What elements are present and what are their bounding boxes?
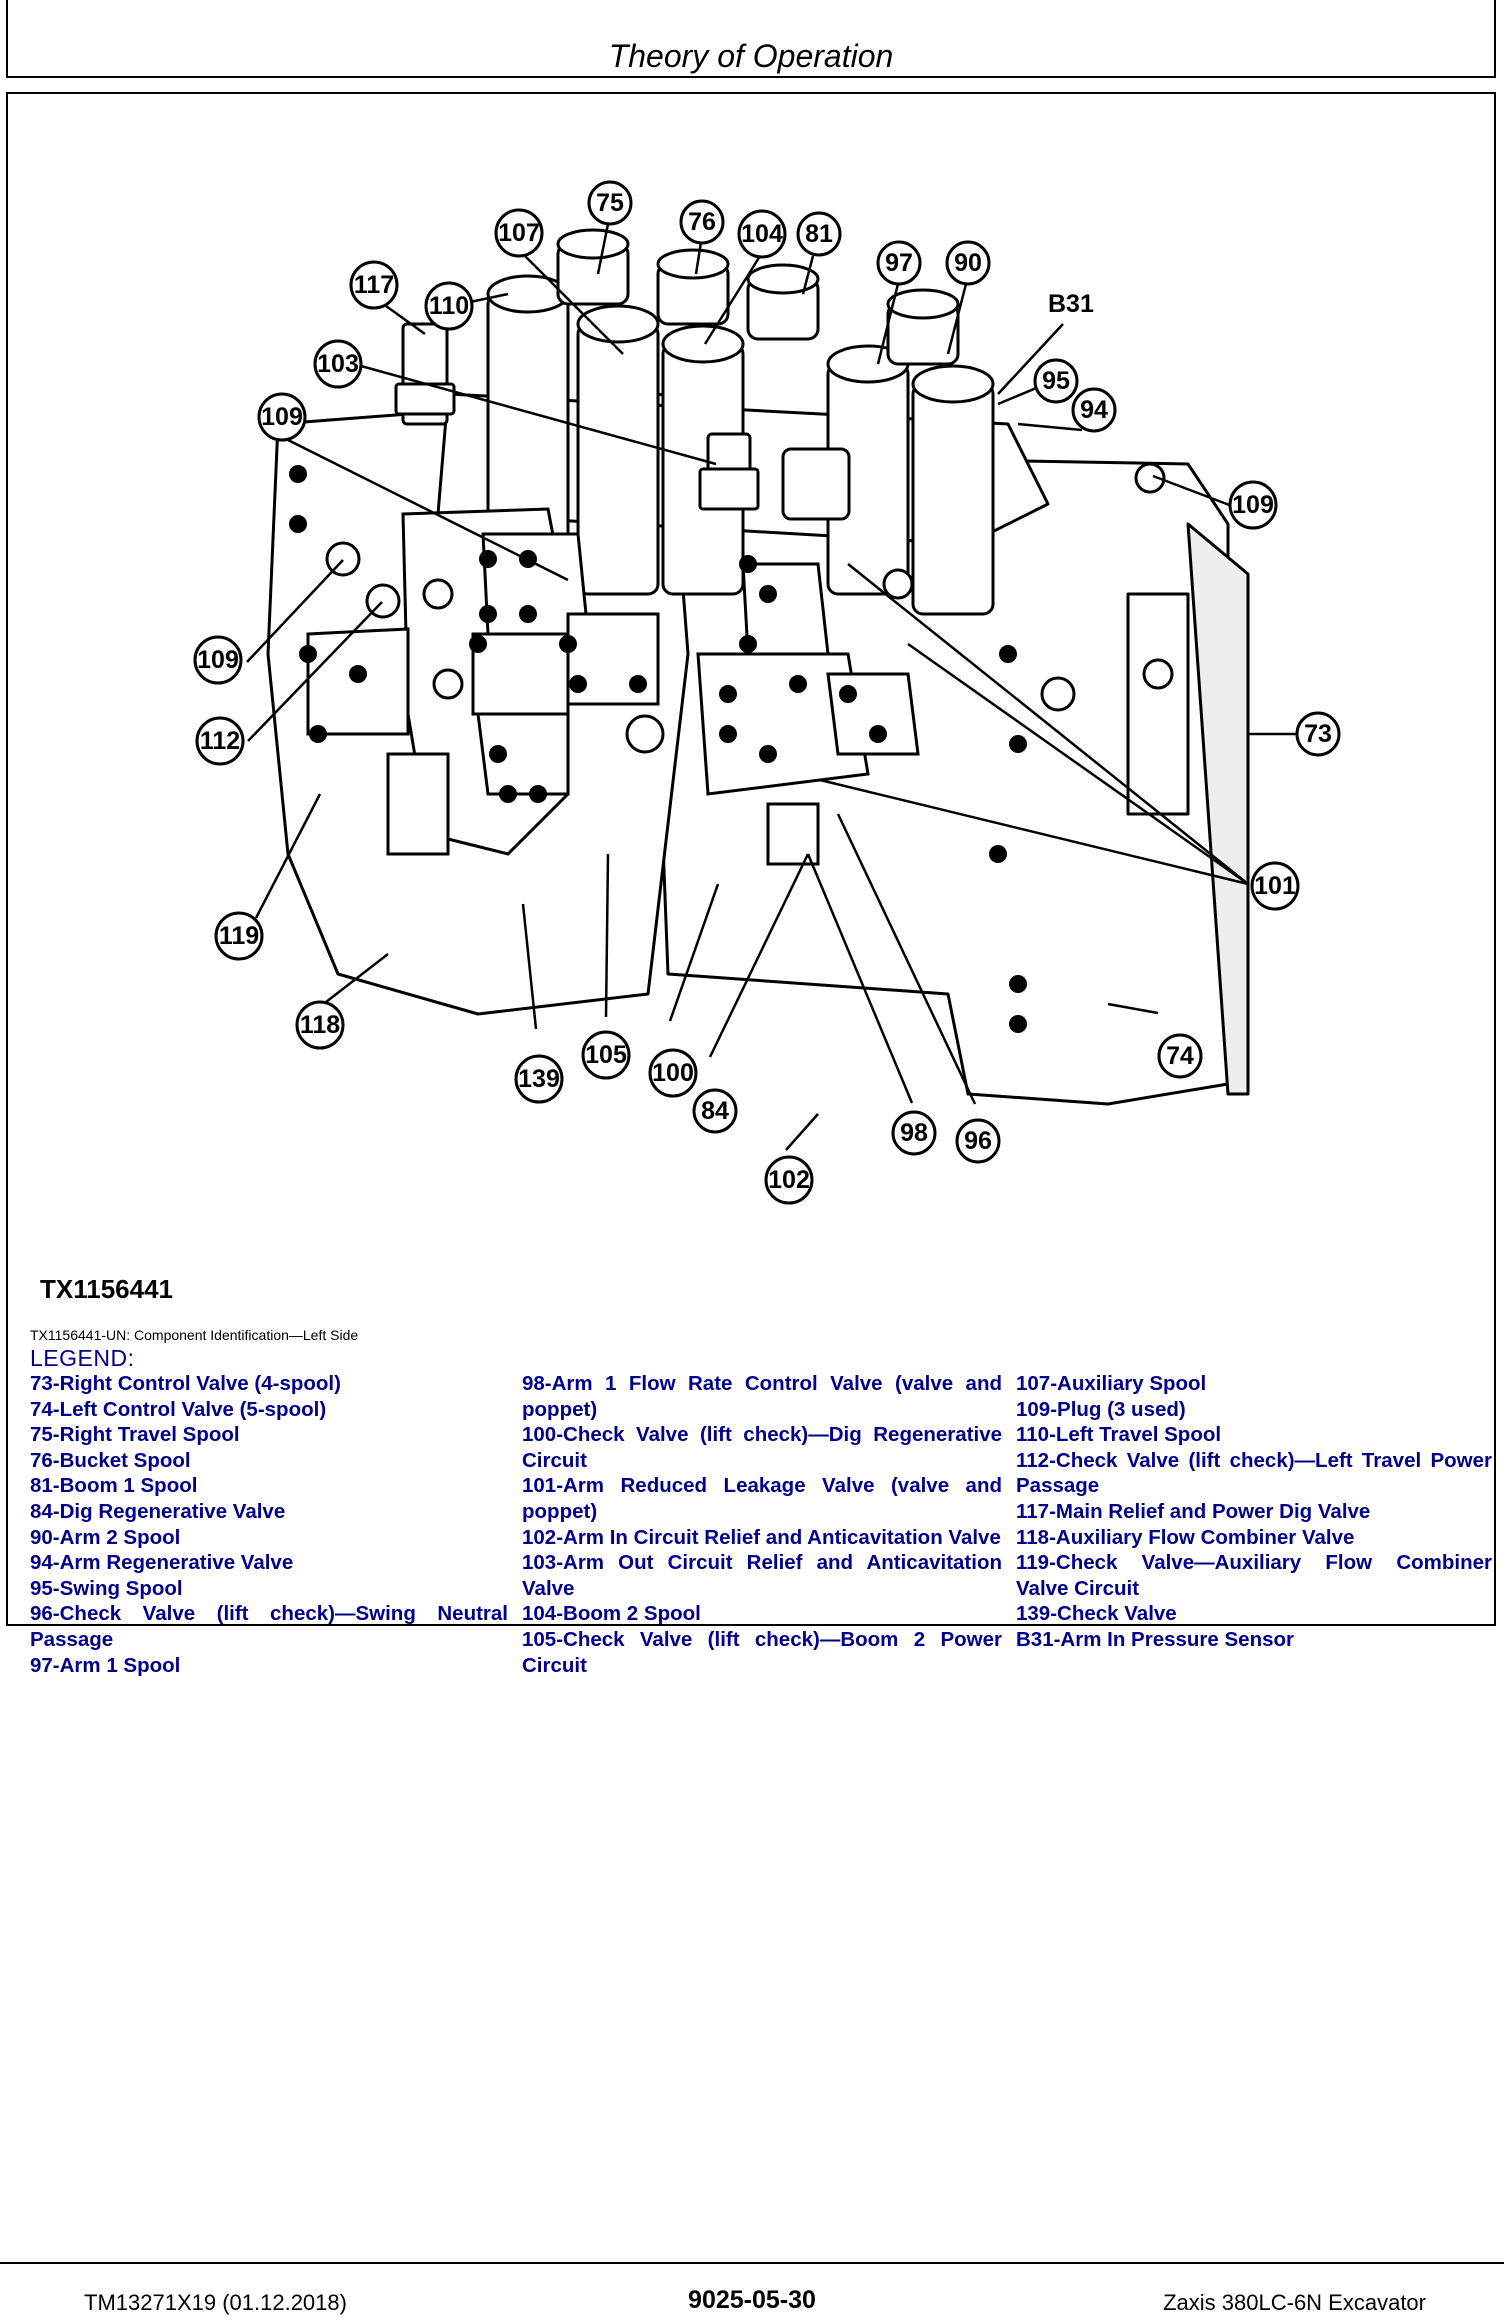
legend-item: 110-Left Travel Spool <box>1016 1423 1222 1447</box>
legend-item: 117-Main Relief and Power Dig Valve <box>1016 1499 1371 1523</box>
legend-item: 100-Check Valve (lift check)—Dig Regener… <box>522 1423 1002 1472</box>
callout-95: 95 <box>1042 367 1070 395</box>
legend-item: 109-Plug (3 used) <box>1016 1397 1186 1421</box>
callout-117: 117 <box>354 271 394 299</box>
callout-107: 107 <box>498 219 540 247</box>
legend-item: 105-Check Valve (lift check)—Boom 2 Powe… <box>522 1627 1002 1677</box>
legend-item: 90-Arm 2 Spool <box>30 1525 181 1549</box>
footer-page-number: 9025-05-30 <box>688 2286 816 2314</box>
legend-item: 101-Arm Reduced Leakage Valve (valve and… <box>522 1474 1002 1523</box>
callout-96: 96 <box>964 1127 992 1155</box>
legend-item: 102-Arm In Circuit Relief and Anticavita… <box>522 1525 1001 1549</box>
legend-item: 119-Check Valve—Auxiliary Flow Combiner … <box>1016 1551 1492 1600</box>
legend-item: 112-Check Valve (lift check)—Left Travel… <box>1016 1448 1492 1498</box>
callout-101: 101 <box>1254 872 1296 900</box>
legend-item: B31-Arm In Pressure Sensor <box>1016 1627 1295 1651</box>
footer-manual-id: TM13271X19 (01.12.2018) <box>84 2290 347 2315</box>
legend-heading: LEGEND: <box>30 1345 135 1371</box>
callout-100: 100 <box>652 1059 694 1087</box>
callout-97: 97 <box>885 249 913 277</box>
legend-item: 73-Right Control Valve (4-spool) <box>30 1372 341 1395</box>
callout-110: 110 <box>429 292 469 320</box>
footer-divider <box>0 2262 1504 2264</box>
valve-drawing: 75 76 107 104 81 110 97 90 117 B31 103 9… <box>193 180 1341 1205</box>
legend-item: 139-Check Valve <box>1016 1602 1177 1626</box>
callout-84: 84 <box>701 1097 729 1125</box>
legend-item: 107-Auxiliary Spool <box>1016 1372 1207 1395</box>
callout-B31: B31 <box>1048 290 1094 318</box>
callout-109-c: 109 <box>197 646 239 674</box>
figure-caption: TX1156441-UN: Component Identification—L… <box>30 1327 359 1343</box>
legend-item: 96-Check Valve (lift check)—Swing Neutra… <box>30 1602 508 1651</box>
legend-item: 76-Bucket Spool <box>30 1448 191 1472</box>
legend-item: 74-Left Control Valve (5-spool) <box>30 1397 327 1421</box>
legend-column-3: 107-Auxiliary Spool 109-Plug (3 used) 11… <box>1016 1371 1492 1653</box>
footer-machine-name: Zaxis 380LC-6N Excavator <box>1163 2290 1426 2315</box>
callout-139: 139 <box>518 1065 560 1093</box>
legend-item: 104-Boom 2 Spool <box>522 1602 701 1626</box>
legend-column-2: 98-Arm 1 Flow Rate Control Valve (valve … <box>522 1371 1002 1678</box>
callout-104: 104 <box>741 220 783 248</box>
legend-item: 84-Dig Regenerative Valve <box>30 1499 286 1523</box>
callout-118: 118 <box>300 1011 340 1039</box>
callout-119: 119 <box>219 922 259 950</box>
valve-illustration: 75 76 107 104 81 110 97 90 117 B31 103 9… <box>8 94 1494 1264</box>
callout-109-a: 109 <box>261 403 303 431</box>
callout-75: 75 <box>596 189 624 217</box>
callout-74: 74 <box>1166 1042 1194 1070</box>
legend-item: 94-Arm Regenerative Valve <box>30 1551 294 1575</box>
page-title: Theory of Operation <box>608 38 894 74</box>
figure-id: TX1156441 <box>40 1274 174 1304</box>
callout-103: 103 <box>317 350 359 378</box>
callout-112: 112 <box>200 727 240 755</box>
callout-90: 90 <box>954 249 982 277</box>
legend-item: 103-Arm Out Circuit Relief and Anticavit… <box>522 1551 1002 1600</box>
legend-item: 95-Swing Spool <box>30 1576 183 1600</box>
callout-109-b: 109 <box>1232 491 1274 519</box>
callout-94: 94 <box>1080 396 1108 424</box>
callout-102: 102 <box>768 1166 810 1194</box>
legend-item: 98-Arm 1 Flow Rate Control Valve (valve … <box>522 1372 1002 1421</box>
legend-item: 81-Boom 1 Spool <box>30 1474 198 1498</box>
callout-73: 73 <box>1304 720 1332 748</box>
callout-81: 81 <box>805 220 833 248</box>
content-frame: 75 76 107 104 81 110 97 90 117 B31 103 9… <box>6 92 1496 1677</box>
callout-76: 76 <box>688 208 716 236</box>
legend-item: 118-Auxiliary Flow Combiner Valve <box>1016 1525 1355 1549</box>
callout-105: 105 <box>585 1041 627 1069</box>
legend-item: 75-Right Travel Spool <box>30 1423 240 1447</box>
legend-item: 97-Arm 1 Spool <box>30 1653 181 1677</box>
page-header: Theory of Operation <box>6 0 1496 78</box>
legend-column-1: 73-Right Control Valve (4-spool) 74-Left… <box>30 1371 508 1678</box>
callout-98: 98 <box>900 1119 928 1147</box>
